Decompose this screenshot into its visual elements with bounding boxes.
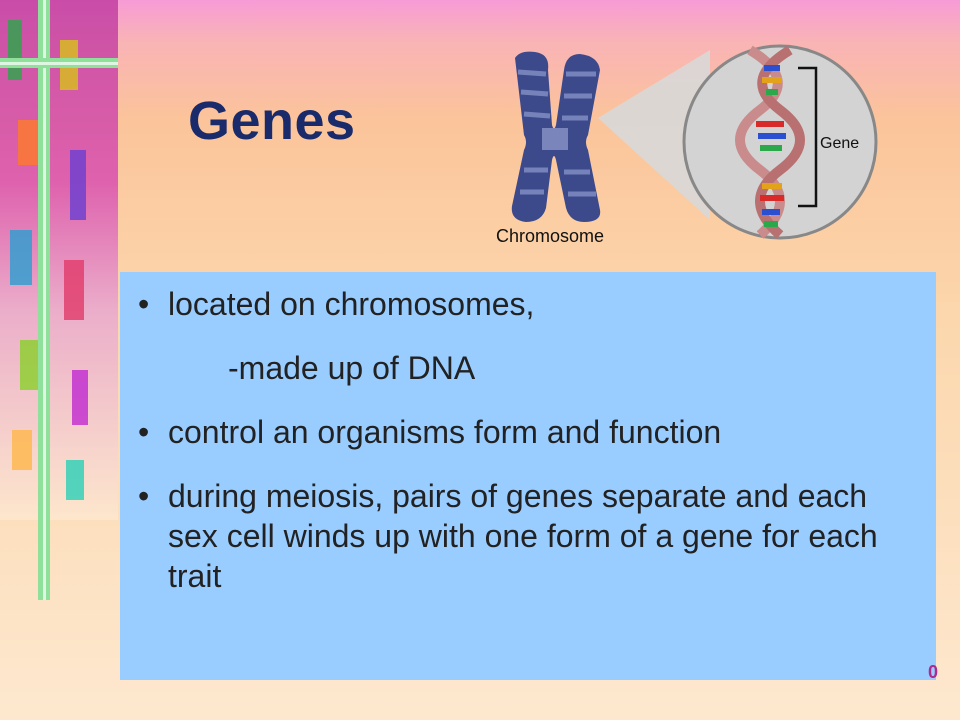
sub-line: -made up of DNA — [228, 350, 476, 386]
bullet-text: during meiosis, pairs of genes separate … — [168, 478, 878, 594]
bullet-dot: • — [138, 478, 150, 514]
chromosome-illustration — [511, 51, 601, 222]
chromosome-gene-figure: Gene Chromosome — [496, 44, 878, 246]
content-box: • located on chromosomes, • control an o… — [120, 272, 936, 680]
bullet-dot: • — [138, 414, 150, 450]
bullet-dot: • — [138, 286, 150, 322]
dna-helix-icon — [735, 45, 805, 239]
chromosome-label: Chromosome — [496, 226, 604, 246]
decorative-side-strip — [0, 0, 118, 600]
gene-label: Gene — [820, 135, 859, 152]
page-number: 0 — [928, 662, 939, 682]
bullet-text: located on chromosomes, — [168, 286, 535, 322]
bullet-text: control an organisms form and function — [168, 414, 722, 450]
slide-title: Genes — [188, 91, 356, 151]
